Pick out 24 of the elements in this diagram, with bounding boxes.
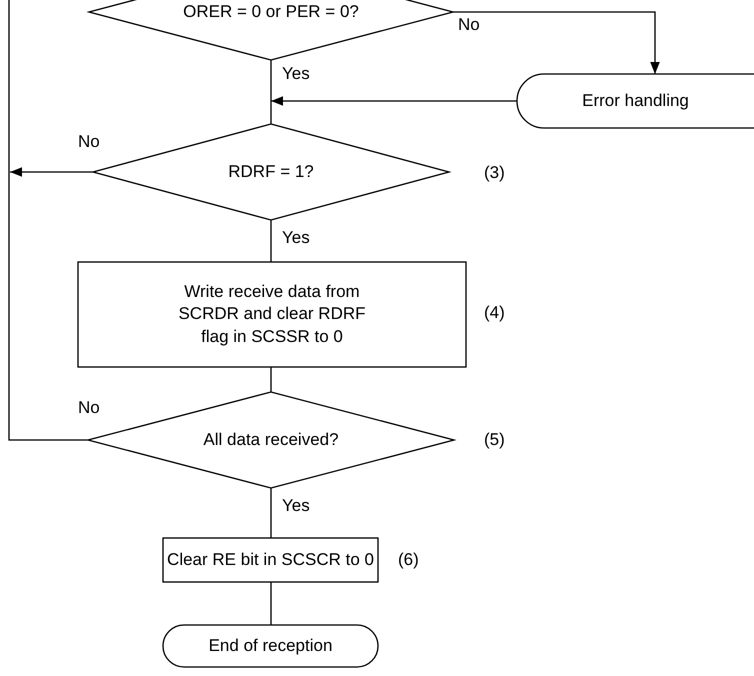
step-number: (4) [484, 303, 505, 323]
edge-label: No [458, 15, 480, 35]
terminal-shape [517, 74, 754, 128]
process-box [78, 262, 466, 367]
edge-label: Yes [282, 228, 310, 248]
node-text: All data received? [202, 428, 340, 451]
edge-label: No [78, 398, 100, 418]
edge-label: No [78, 132, 100, 152]
node-text: Error handling [581, 90, 690, 112]
process-box [163, 538, 378, 582]
arrow [271, 96, 517, 106]
edge-label: Yes [282, 64, 310, 84]
edge-label: Yes [282, 496, 310, 516]
node-text: RDRF = 1? [227, 160, 315, 183]
terminal-shape [163, 625, 378, 667]
node-text: Write receive data from SCRDR and clear RDRF flag in SCSSR to 0 [177, 281, 367, 348]
node-text: End of reception [208, 634, 334, 657]
step-number: (3) [484, 163, 505, 183]
node-text: Clear RE bit in SCSCR to 0 [166, 548, 375, 571]
arrow [10, 167, 93, 177]
node-text: ORER = 0 or PER = 0? [182, 0, 360, 23]
step-number: (5) [484, 430, 505, 450]
step-number: (6) [398, 550, 419, 570]
arrow [453, 11, 660, 74]
